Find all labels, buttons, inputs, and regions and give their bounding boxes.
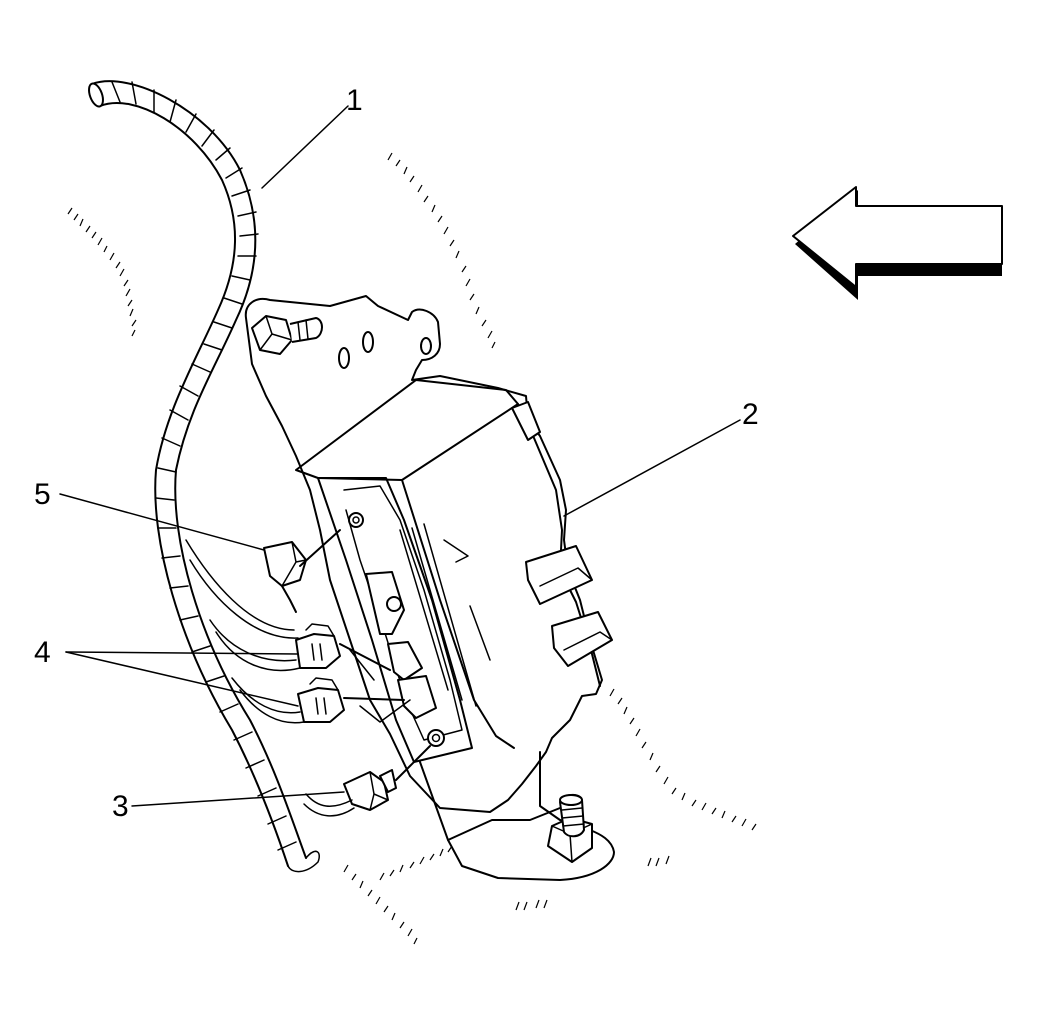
leader-line-4b [65,651,299,707]
leader-line-3 [131,791,345,807]
wiring-harness-conduit [88,80,320,873]
callout-3: 3 [112,790,129,823]
callout-2: 2 [742,398,759,431]
leader-line-1 [261,105,349,189]
connector-5 [185,529,341,639]
callout-4: 4 [34,636,51,669]
leader-line-4a [65,651,299,655]
callout-1: 1 [346,84,363,117]
surface-hatching [67,152,757,945]
leader-lines [59,105,741,807]
leader-line-2 [563,419,741,517]
connector-3 [303,745,431,817]
module-mounting-bracket [244,295,615,881]
left-arrow-icon [792,186,1003,300]
callout-5: 5 [34,478,51,511]
bolt-upper [251,315,323,355]
connectors-4 [209,619,411,724]
bolt-lower [547,794,593,863]
leader-line-5 [59,493,265,551]
